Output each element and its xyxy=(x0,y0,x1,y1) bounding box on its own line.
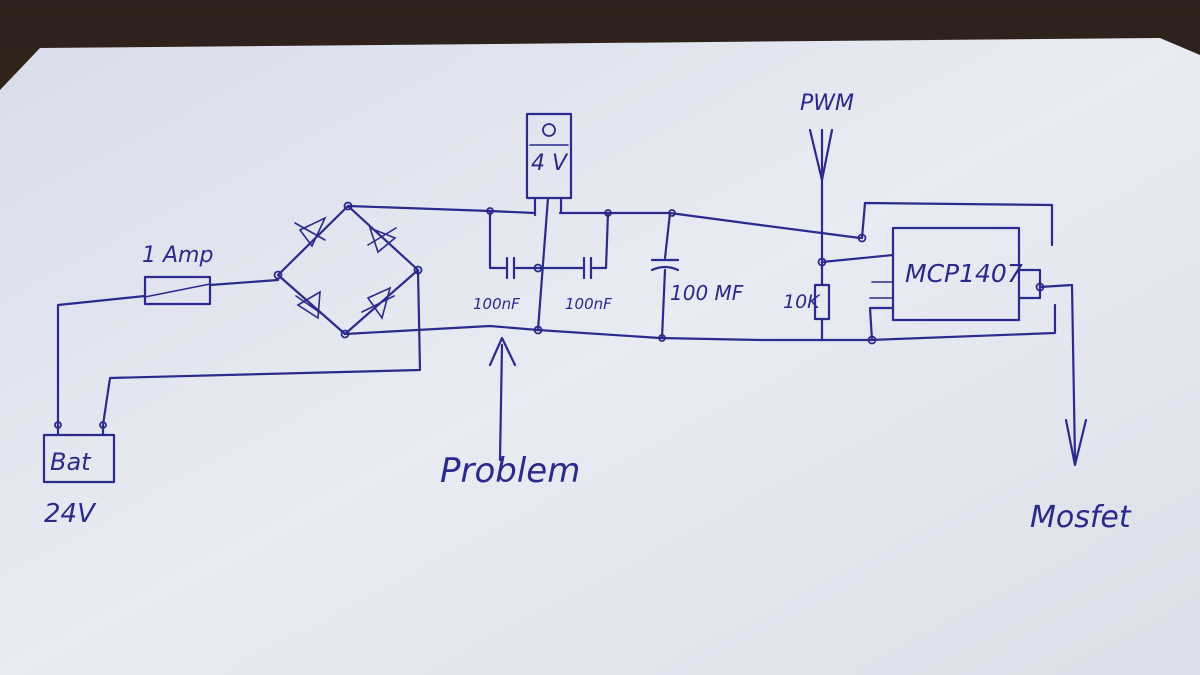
problem-arrow xyxy=(488,336,517,462)
problem-label: Problem xyxy=(440,451,580,491)
pwm-label: PWM xyxy=(800,91,854,116)
resistor xyxy=(813,257,831,342)
mosfet-label: Mosfet xyxy=(1030,500,1132,535)
capacitor-2 xyxy=(533,209,612,335)
pwm-input-arrow xyxy=(808,128,834,264)
cap3-label: 100 MF xyxy=(670,281,744,305)
fuse xyxy=(143,275,280,306)
fuse-label: 1 Amp xyxy=(142,243,213,268)
resistor-label: 10K xyxy=(783,291,821,313)
battery-voltage-label: 24V xyxy=(44,499,97,529)
ic-label: MCP1407 xyxy=(905,259,1023,288)
battery: Bat xyxy=(42,421,116,484)
cap2-label: 100nF xyxy=(565,295,612,313)
battery-label: Bat xyxy=(50,448,92,476)
paper-sheet xyxy=(0,38,1200,675)
voltage-regulator xyxy=(525,112,573,332)
capacitor-3 xyxy=(650,209,680,342)
cap1-label: 100nF xyxy=(473,295,520,313)
driver-ic xyxy=(820,201,1088,467)
regulator-label: 4 V xyxy=(531,151,569,176)
